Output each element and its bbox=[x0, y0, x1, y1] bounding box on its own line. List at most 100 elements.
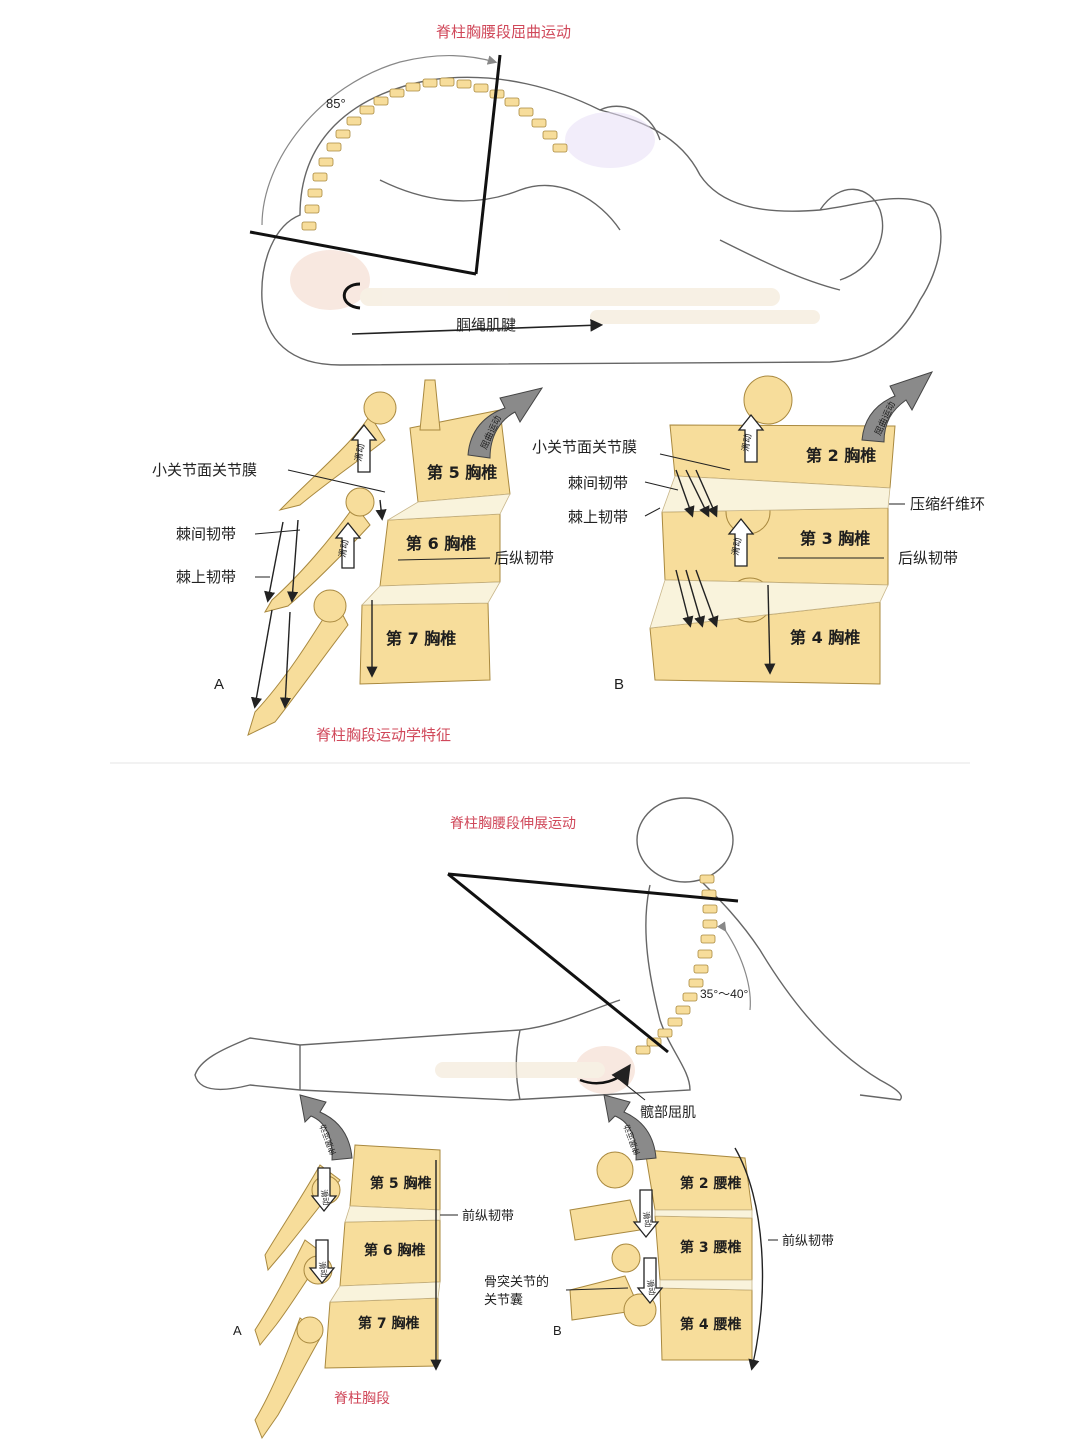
glide-text-b2: 滑动 bbox=[730, 537, 743, 556]
label-compressed-annulus-b: 压缩纤维环 bbox=[910, 495, 985, 513]
supraspinous-line-b1 bbox=[675, 569, 694, 628]
flexion-body-outline bbox=[261, 76, 942, 366]
transverse-process-t5 bbox=[419, 379, 441, 431]
panel-divider bbox=[110, 762, 970, 764]
hip-flexor-arc bbox=[579, 1063, 631, 1087]
glide-text-ext-a2: 滑动 bbox=[317, 1261, 330, 1278]
extension-title: 脊柱胸腰段伸展运动 bbox=[450, 816, 576, 832]
label-posterior-longitudinal-b: 后纵韧带 bbox=[898, 549, 958, 567]
flexion-title: 脊柱胸腰段屈曲运动 bbox=[436, 23, 571, 41]
interspinous-ligament-line-a2 bbox=[279, 611, 292, 709]
label-anterior-longitudinal-b: 前纵韧带 bbox=[782, 1233, 834, 1249]
label-posterior-longitudinal-a: 后纵韧带 bbox=[494, 549, 554, 567]
posterior-longitudinal-line-b bbox=[764, 584, 776, 675]
disc-l3-l4 bbox=[659, 1279, 753, 1291]
hip-flexor-leader bbox=[619, 1079, 646, 1101]
label-supraspinous-b: 棘上韧带 bbox=[568, 508, 628, 526]
facet-t7-ext bbox=[296, 1316, 324, 1344]
disc-t5-t6-ext bbox=[344, 1205, 441, 1223]
hip-pivot-mark bbox=[342, 282, 361, 310]
anterior-longitudinal-line-b bbox=[734, 1147, 764, 1371]
glide-text-ext-b1: 滑动 bbox=[641, 1211, 654, 1228]
label-facet-capsule-b-line2: 关节囊 bbox=[484, 1292, 523, 1308]
panel-letter-b-bottom: B bbox=[553, 1323, 562, 1338]
flexion-panel-a: 滑动 滑动 屈曲运动 小关节面关节膜 棘间韧带 棘上韧带 后纵韧带 第 5 胸椎… bbox=[152, 379, 554, 736]
label-t7-ext: 第 7 胸椎 bbox=[358, 1315, 420, 1332]
label-interspinous-a: 棘间韧带 bbox=[176, 525, 236, 543]
label-l2: 第 2 腰椎 bbox=[680, 1175, 742, 1192]
label-facet-capsule-b-line1: 骨突关节的 bbox=[484, 1274, 549, 1290]
label-facet-capsule-a: 小关节面关节膜 bbox=[152, 461, 257, 479]
facet-l2 bbox=[596, 1151, 634, 1189]
flexion-angle-arc bbox=[261, 55, 498, 226]
disc-t5-t6 bbox=[387, 493, 511, 521]
label-supraspinous-a: 棘上韧带 bbox=[176, 568, 236, 586]
capsule-line-a bbox=[375, 499, 387, 521]
label-anterior-longitudinal-a: 前纵韧带 bbox=[462, 1208, 514, 1224]
supraspinous-line-b2 bbox=[685, 569, 706, 628]
flexion-motion-arrow-a bbox=[467, 387, 544, 459]
flexion-pelvis-femur bbox=[290, 112, 820, 324]
disc-l2-l3 bbox=[654, 1209, 753, 1219]
glide-text-a2: 滑动 bbox=[337, 539, 350, 558]
extension-motion-arrow-a bbox=[299, 1094, 353, 1161]
facet-t2 bbox=[743, 375, 793, 425]
label-l4: 第 4 腰椎 bbox=[680, 1316, 742, 1333]
flexion-panel: 脊柱胸腰段屈曲运动 bbox=[152, 23, 986, 744]
flexion-caption: 脊柱胸段运动学特征 bbox=[316, 726, 451, 744]
facet-capsule-leader-b bbox=[565, 1287, 629, 1291]
extension-pelvis-femur bbox=[435, 1046, 635, 1094]
hamstring-label: 腘绳肌腱 bbox=[456, 316, 516, 334]
label-t5-a: 第 5 胸椎 bbox=[427, 463, 497, 482]
flexion-angle-label: 85° bbox=[326, 96, 346, 111]
glide-text-a1: 滑动 bbox=[353, 443, 366, 462]
vertebra-t7-body-ext bbox=[324, 1297, 439, 1369]
extension-spine bbox=[635, 874, 718, 1055]
facet-t6 bbox=[345, 487, 375, 517]
flexion-diagram: 脊柱胸腰段屈曲运动 bbox=[152, 23, 985, 744]
extension-angle-lines bbox=[447, 872, 739, 1054]
interspinous-ligament-line-a1 bbox=[287, 519, 299, 603]
extension-motion-arrow-b bbox=[603, 1094, 657, 1161]
extension-angle-label: 35°～40° bbox=[700, 987, 748, 1001]
glide-text-b1: 滑动 bbox=[740, 433, 753, 452]
flexion-spine bbox=[301, 77, 568, 231]
glide-arrows-ext-a: 滑动 滑动 bbox=[308, 1167, 338, 1285]
label-t6-ext: 第 6 胸椎 bbox=[364, 1242, 426, 1259]
extension-panel-b: 滑动 滑动 伸展运动 前纵韧带 骨突关节的 关节囊 第 2 腰椎 第 3 腰椎 … bbox=[484, 1094, 834, 1371]
label-interspinous-b: 棘间韧带 bbox=[568, 474, 628, 492]
extension-caption: 脊柱胸段 bbox=[334, 1391, 390, 1407]
disc-t6-t7-ext bbox=[329, 1281, 441, 1303]
facet-t5 bbox=[363, 391, 397, 425]
interspinous-line-b2 bbox=[685, 469, 710, 518]
label-t7-a: 第 7 胸椎 bbox=[386, 629, 456, 648]
facet-t7 bbox=[313, 589, 347, 623]
facet-l3 bbox=[611, 1243, 641, 1273]
extension-angle-arc bbox=[717, 921, 751, 1011]
facet-l4 bbox=[623, 1293, 657, 1327]
label-t3-b: 第 3 胸椎 bbox=[800, 529, 870, 548]
label-l3: 第 3 腰椎 bbox=[680, 1239, 742, 1256]
disc-t2-t3 bbox=[661, 475, 891, 513]
interspinous-line-b3 bbox=[695, 469, 718, 518]
extension-panel-a: 滑动 滑动 伸展运动 前纵韧带 第 5 胸椎 第 6 胸椎 第 7 胸椎 A bbox=[233, 1094, 514, 1440]
panel-letter-a-bottom: A bbox=[233, 1323, 242, 1338]
extension-panel: 脊柱胸腰段伸展运动 35°～40° 髋部屈肌 bbox=[0, 770, 1080, 1440]
label-t6-a: 第 6 胸椎 bbox=[406, 534, 476, 553]
spinous-process-t7 bbox=[247, 598, 349, 736]
flexion-panel-b: 滑动 滑动 屈曲运动 小关节面关节膜 棘间韧带 棘上韧带 压缩纤维环 后纵韧带 … bbox=[532, 371, 985, 693]
interspinous-line-b1 bbox=[675, 469, 695, 518]
disc-t6-t7 bbox=[361, 581, 501, 606]
panel-letter-a-top: A bbox=[214, 676, 224, 693]
label-t2-b: 第 2 胸椎 bbox=[806, 446, 876, 465]
glide-text-ext-a1: 滑动 bbox=[319, 1189, 332, 1206]
supraspinous-ligament-line-a2 bbox=[250, 609, 273, 709]
panel-letter-b-top: B bbox=[614, 676, 624, 693]
glide-text-ext-b2: 滑动 bbox=[645, 1279, 658, 1296]
glide-arrows-a: 滑动 滑动 bbox=[334, 423, 378, 569]
extension-body-outline bbox=[194, 797, 902, 1101]
extension-diagram: 脊柱胸腰段伸展运动 35°～40° 髋部屈肌 bbox=[194, 797, 902, 1440]
label-t4-b: 第 4 胸椎 bbox=[790, 628, 860, 647]
label-t5-ext: 第 5 胸椎 bbox=[370, 1175, 432, 1192]
glide-arrows-b: 滑动 滑动 bbox=[727, 413, 765, 567]
